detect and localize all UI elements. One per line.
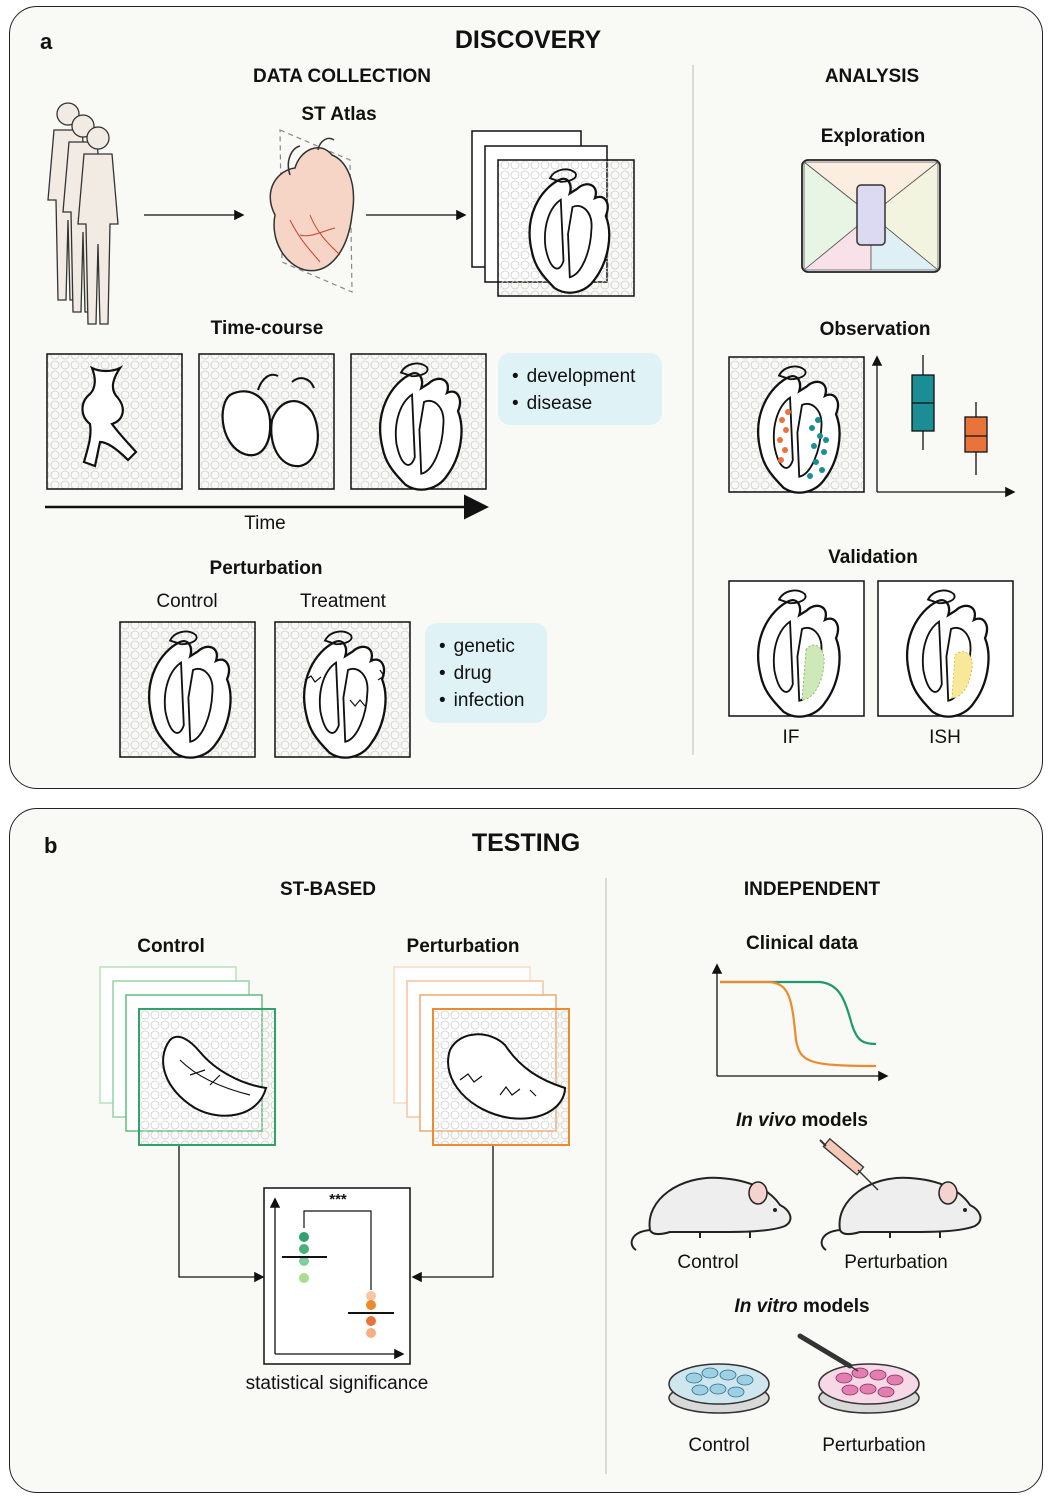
treatment-label: Treatment — [300, 591, 386, 612]
control-mouse-icon — [630, 1176, 792, 1251]
note-development: development — [512, 363, 648, 390]
significance-stars: *** — [329, 1191, 347, 1208]
in-vitro-models-label: In vitro models — [734, 1296, 870, 1317]
exploration-label: Exploration — [820, 126, 926, 147]
note-genetic: genetic — [439, 633, 533, 660]
perturbation-petri-dish-icon — [797, 1333, 920, 1414]
anatomical-heart-icon — [269, 129, 355, 293]
perturbation-label: Perturbation — [209, 558, 323, 579]
in-vitro-control-label: Control — [688, 1435, 750, 1456]
control-label: Control — [156, 591, 218, 612]
st-perturbation-label: Perturbation — [406, 936, 520, 957]
validation-label: Validation — [828, 547, 918, 568]
observation-boxplot — [871, 355, 1016, 498]
st-slide-stack — [471, 130, 635, 297]
st-control-label: Control — [137, 936, 205, 957]
in-vivo-models-label: In vivo models — [736, 1110, 868, 1131]
note-disease: disease — [512, 390, 648, 417]
treatment-heart-slide — [274, 621, 411, 759]
in-vivo-perturbation-label: Perturbation — [844, 1252, 948, 1273]
perturbation-mouse-icon — [819, 1137, 982, 1251]
in-vivo-control-label: Control — [677, 1252, 739, 1273]
control-petri-dish-icon — [668, 1363, 770, 1414]
human-silhouettes-icon — [47, 102, 119, 325]
clinical-data-label: Clinical data — [746, 933, 858, 954]
data-collection-heading: DATA COLLECTION — [252, 66, 432, 87]
st-based-heading: ST-BASED — [279, 879, 377, 900]
control-heart-slide — [119, 621, 256, 759]
syringe-icon — [819, 1137, 879, 1191]
control-slide-stack — [99, 966, 276, 1146]
if-validation-slide — [728, 580, 865, 718]
panel-letter-b: b — [44, 833, 58, 858]
testing-title: TESTING — [471, 829, 581, 857]
statistical-significance-label: statistical significance — [245, 1373, 429, 1394]
note-drug: drug — [439, 660, 533, 687]
note-infection: infection — [439, 687, 533, 714]
ish-validation-slide — [877, 580, 1014, 718]
exploration-interface-icon — [801, 159, 941, 273]
panel-letter-a: a — [40, 29, 53, 54]
timecourse-notes: development disease — [498, 353, 662, 425]
timecourse-slide-2 — [198, 353, 335, 490]
timecourse-slide-1 — [46, 353, 183, 490]
timecourse-slide-3 — [350, 353, 487, 491]
st-atlas-label: ST Atlas — [301, 104, 377, 125]
pipette-icon — [797, 1333, 859, 1372]
perturbation-notes: genetic drug infection — [425, 623, 547, 723]
if-label: IF — [782, 727, 800, 748]
observation-label: Observation — [819, 319, 931, 340]
statistical-significance-plot — [263, 1187, 411, 1365]
timecourse-label: Time-course — [210, 318, 324, 339]
time-axis-label: Time — [244, 513, 286, 534]
perturbation-slide-stack — [393, 966, 570, 1146]
analysis-heading: ANALYSIS — [824, 66, 920, 87]
independent-heading: INDEPENDENT — [743, 879, 881, 900]
observation-heart-slide — [728, 356, 865, 494]
discovery-title: DISCOVERY — [454, 26, 602, 54]
clinical-survival-curves — [711, 963, 889, 1082]
in-vitro-perturbation-label: Perturbation — [822, 1435, 926, 1456]
ish-label: ISH — [929, 727, 961, 748]
